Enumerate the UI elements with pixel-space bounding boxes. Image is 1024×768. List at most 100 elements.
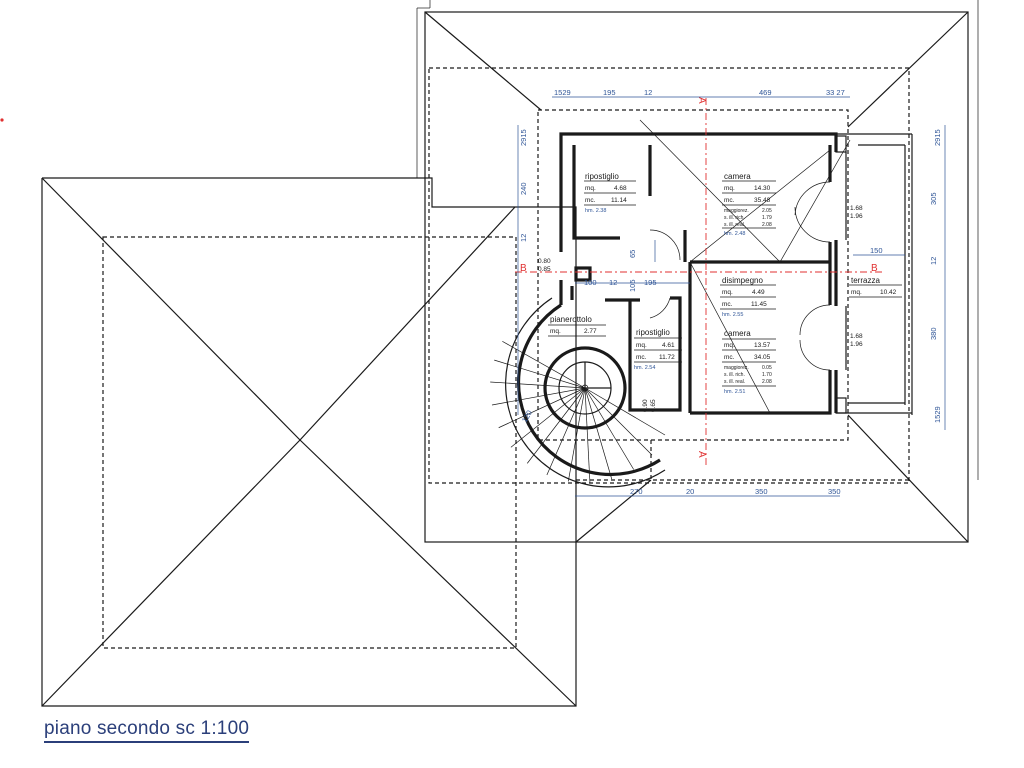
marker-dot [0, 118, 4, 122]
room-disimpegno: disimpegno mq. 4.49 mc. 11.45 hm. 2.55 [720, 276, 776, 318]
plan-caption: piano secondo sc 1:100 [44, 718, 250, 743]
room-ripostiglio-2: ripostiglio mq. 4.61 mc. 11.72 hm. 2.54 [634, 328, 682, 371]
room-pianerottolo: pianerottolo mq. 2.77 [548, 315, 606, 337]
svg-text:0.05: 0.05 [762, 365, 772, 371]
dim-top-2: 195 [603, 88, 616, 97]
dim-top-3: 12 [644, 88, 652, 97]
svg-text:s. ill. rich.: s. ill. rich. [724, 215, 745, 221]
svg-text:14.30: 14.30 [754, 185, 771, 192]
svg-text:mc.: mc. [724, 354, 735, 361]
spiral-stair [490, 297, 666, 488]
svg-text:10.42: 10.42 [880, 289, 897, 296]
right-roof [416, 0, 979, 543]
dim-left-3: 12 [519, 234, 528, 242]
dim-bottom-1: 270 [630, 487, 643, 496]
dim-left-2: 240 [519, 182, 528, 195]
svg-text:mc.: mc. [585, 197, 596, 204]
svg-text:mc.: mc. [722, 301, 733, 308]
dim-right-2: 305 [929, 192, 938, 205]
section-b-right: B [871, 263, 878, 274]
svg-text:s. ill. rich.: s. ill. rich. [724, 372, 745, 378]
dim-right-3: 12 [929, 257, 938, 265]
svg-text:maggiorez.: maggiorez. [724, 365, 749, 371]
svg-text:s. ill. real.: s. ill. real. [724, 379, 745, 385]
dim-right-1: 2915 [933, 129, 942, 146]
svg-text:11.45: 11.45 [751, 301, 767, 308]
room-name: disimpegno [722, 276, 763, 285]
svg-text:4.68: 4.68 [614, 185, 627, 192]
dim-door-w: 0.90 [642, 399, 649, 412]
dimension-lines [517, 96, 946, 497]
svg-text:34.05: 34.05 [754, 354, 771, 361]
dimension-labels: 1529 195 12 469 33 27 270 20 350 350 291… [519, 88, 942, 496]
svg-text:mq.: mq. [636, 342, 647, 349]
house-walls [559, 132, 913, 415]
svg-text:hm. 2.51: hm. 2.51 [724, 389, 745, 395]
svg-text:hm. 2.48: hm. 2.48 [724, 231, 745, 237]
svg-text:4.49: 4.49 [752, 289, 765, 296]
svg-text:13.57: 13.57 [754, 342, 771, 349]
dim-right-5: 1529 [933, 406, 942, 423]
svg-text:hm. 2.55: hm. 2.55 [722, 312, 743, 318]
dim-door-h: 0.65 [650, 399, 657, 412]
svg-text:mc.: mc. [724, 197, 735, 204]
section-b-left: B [520, 263, 527, 274]
dim-inner-105: 105 [628, 279, 637, 292]
section-lines: A A B B [515, 97, 885, 465]
svg-text:s. ill. real.: s. ill. real. [724, 222, 745, 228]
svg-text:mq.: mq. [724, 342, 735, 349]
dim-window-w: 0.80 [538, 258, 551, 265]
svg-text:mc.: mc. [636, 354, 647, 361]
dim-inner-195: 195 [644, 278, 657, 287]
svg-text:hm. 2.54: hm. 2.54 [634, 365, 655, 371]
room-name: camera [724, 329, 751, 338]
room-ripostiglio-1: ripostiglio mq. 4.68 mc. 11.14 hm. 2.38 [584, 172, 636, 214]
left-roof [41, 177, 577, 707]
dim-bottom-3: 350 [755, 487, 768, 496]
dim-top-4: 469 [759, 88, 772, 97]
svg-text:maggiorez.: maggiorez. [724, 208, 749, 214]
room-camera-2: camera mq. 13.57 mc. 34.05 maggiorez. 0.… [722, 329, 776, 395]
dim-window-r2-w: 1.68 [850, 333, 863, 340]
room-camera-1: camera mq. 14.30 mc. 35.48 maggiorez. 2.… [722, 172, 776, 237]
dim-window-r2-h: 1.96 [850, 341, 863, 348]
svg-text:hm. 2.38: hm. 2.38 [585, 208, 606, 214]
room-terrazza: terrazza mq. 10.42 [849, 276, 902, 298]
svg-text:1.79: 1.79 [762, 215, 772, 221]
svg-text:mq.: mq. [550, 328, 561, 335]
svg-text:mq.: mq. [722, 289, 733, 296]
dim-inner-12: 12 [609, 278, 617, 287]
dim-inner-100: 100 [584, 278, 597, 287]
svg-text:2.08: 2.08 [762, 222, 772, 228]
svg-text:11.72: 11.72 [659, 354, 675, 361]
dim-right-4: 380 [929, 327, 938, 340]
svg-text:4.61: 4.61 [662, 342, 675, 349]
section-a-top: A [696, 97, 707, 104]
dim-window-r1-h: 1.96 [850, 213, 863, 220]
dim-top-1: 1529 [554, 88, 571, 97]
svg-text:11.14: 11.14 [611, 197, 627, 204]
room-name: pianerottolo [550, 315, 592, 324]
room-name: terrazza [851, 276, 880, 285]
svg-text:2.05: 2.05 [762, 208, 772, 214]
svg-text:mq.: mq. [724, 185, 735, 192]
construction-lines [639, 119, 851, 414]
dim-inner-65: 65 [628, 250, 637, 258]
room-name: camera [724, 172, 751, 181]
dim-window-h: 0.85 [538, 266, 551, 273]
dim-top-5: 33 27 [826, 88, 845, 97]
dim-bottom-2: 20 [686, 487, 694, 496]
room-name: ripostiglio [585, 172, 619, 181]
svg-text:2.08: 2.08 [762, 379, 772, 385]
dim-bottom-4: 350 [828, 487, 841, 496]
dim-window-r1-w: 1.68 [850, 205, 863, 212]
room-name: ripostiglio [636, 328, 670, 337]
svg-text:mq.: mq. [851, 289, 862, 296]
svg-text:35.48: 35.48 [754, 197, 771, 204]
svg-text:mq.: mq. [585, 185, 596, 192]
svg-text:2.77: 2.77 [584, 328, 597, 335]
section-a-bottom: A [696, 451, 707, 458]
dim-left-1: 2915 [519, 129, 528, 146]
dim-inner-150: 150 [870, 246, 883, 255]
